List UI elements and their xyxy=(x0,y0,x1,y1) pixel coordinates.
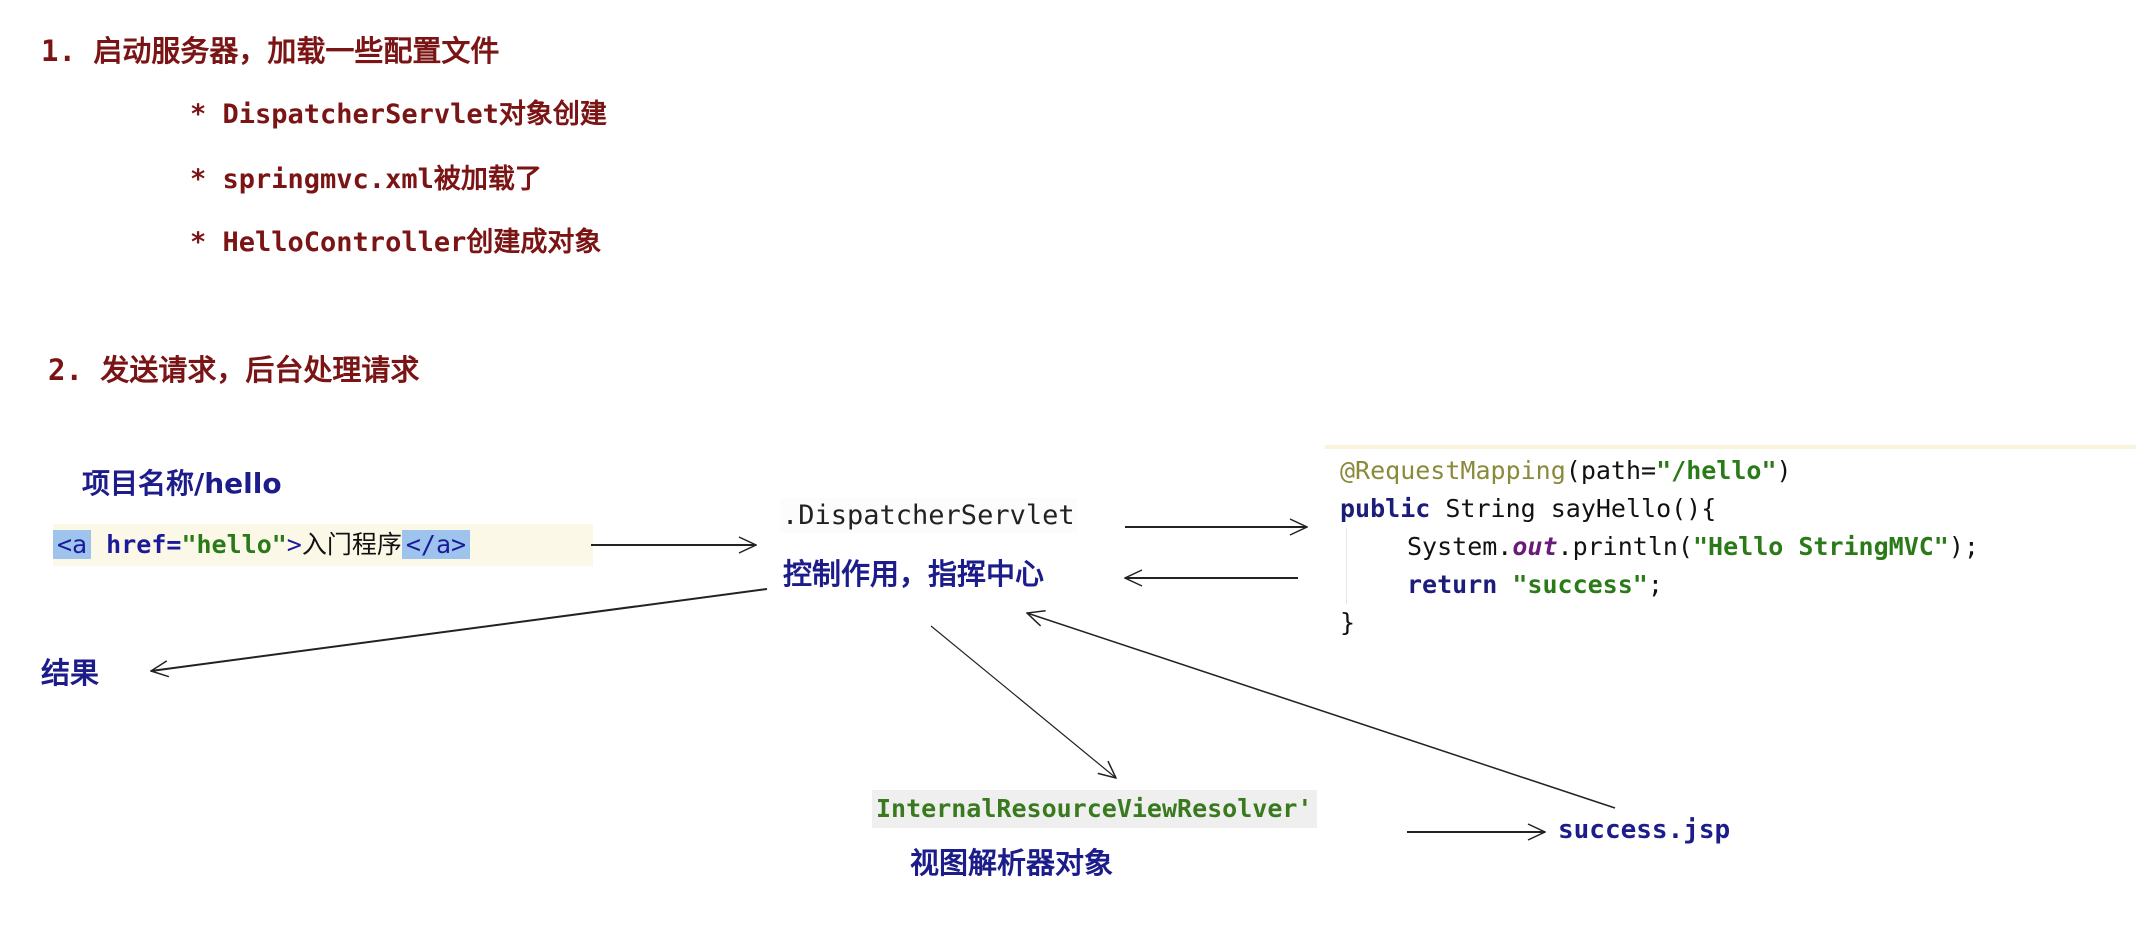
code-line-return: return "success"; xyxy=(1346,566,1979,604)
tag-open: <a xyxy=(53,530,92,559)
tag-bracket: > xyxy=(286,530,302,559)
project-path: 项目名称/hello xyxy=(82,467,282,500)
code-line-signature: public String sayHello(){ xyxy=(1340,494,1717,523)
dispatcher-desc: 控制作用，指挥中心 xyxy=(783,557,1045,591)
controller-code: @RequestMapping(path="/hello") public St… xyxy=(1340,452,1979,642)
dispatcher-servlet: .DispatcherServlet xyxy=(780,498,1077,533)
tag-value: "hello" xyxy=(181,530,287,559)
code-line-println: System.out.println("Hello StringMVC"); xyxy=(1346,528,1979,566)
bullet-springmvc-loaded: * springmvc.xml被加载了 xyxy=(190,164,542,195)
code-top-band xyxy=(1325,445,2136,449)
step2-title: 2. 发送请求，后台处理请求 xyxy=(48,353,420,387)
tag-attr: href= xyxy=(106,530,182,559)
arrow-dispatcher-to-resolver xyxy=(930,625,1116,778)
tag-end: </a> xyxy=(401,530,471,559)
result-label: 结果 xyxy=(41,656,100,690)
bullet-dispatcher-created: * DispatcherServlet对象创建 xyxy=(190,99,607,130)
code-line-annotation: @RequestMapping(path="/hello") xyxy=(1340,456,1792,485)
view-resolver-desc: 视图解析器对象 xyxy=(910,846,1114,880)
link-code: <a href="hello">入门程序</a> xyxy=(53,524,593,566)
link-text: 入门程序 xyxy=(301,530,402,559)
arrow-dispatcher-to-result xyxy=(151,588,768,671)
arrow-jsp-to-dispatcher xyxy=(1027,613,1616,809)
view-resolver: InternalResourceViewResolver' xyxy=(872,790,1317,828)
bullet-controller-created: * HelloController创建成对象 xyxy=(190,227,602,258)
step1-title: 1. 启动服务器，加载一些配置文件 xyxy=(41,34,500,68)
success-jsp: success.jsp xyxy=(1558,815,1731,845)
code-line-close: } xyxy=(1340,608,1356,637)
